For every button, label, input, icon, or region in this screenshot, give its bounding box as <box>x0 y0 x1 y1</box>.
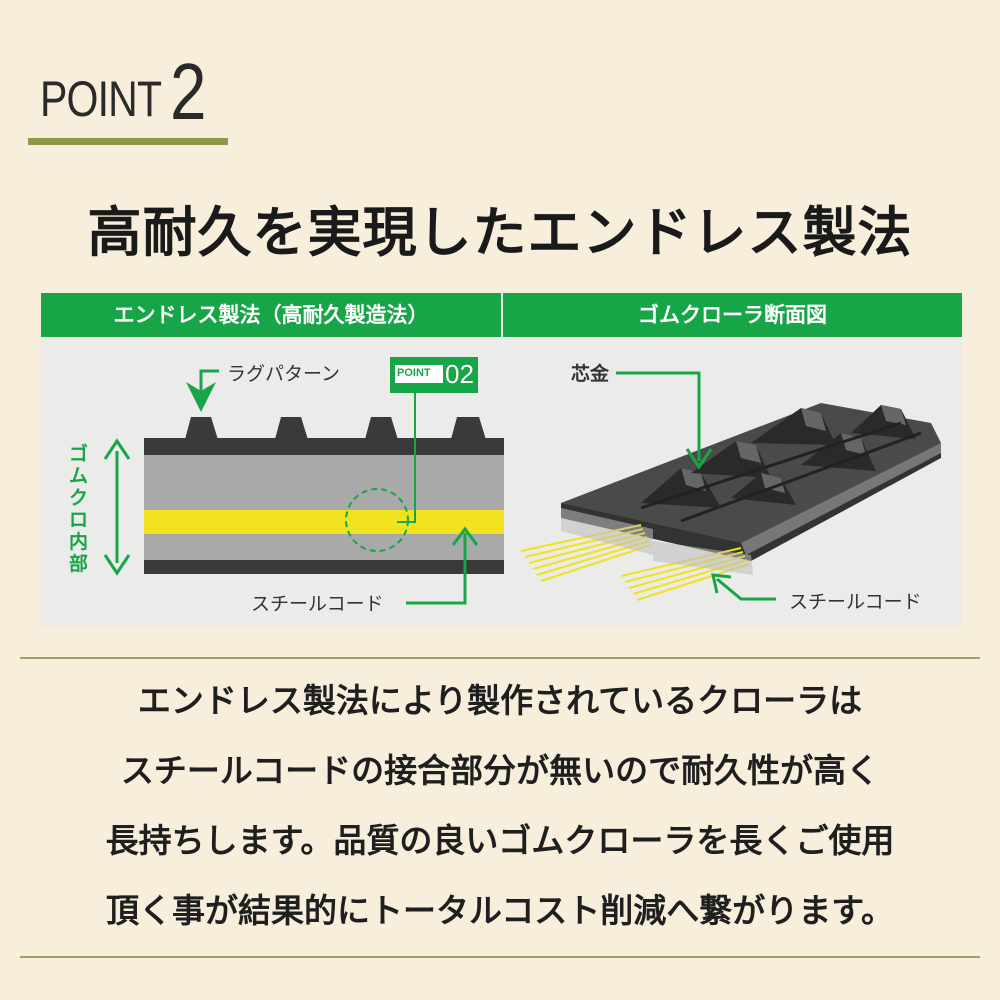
point-badge-inner <box>395 365 443 383</box>
steel-cord-left-leader <box>406 533 467 605</box>
steel-cord-right-leader <box>716 577 776 601</box>
description-line-3: 長持ちします。品質の良いゴムクローラを長くご使用 <box>105 821 895 860</box>
description-line-1: エンドレス製法により製作されているクローラは <box>137 681 863 720</box>
inner-arrow-bottom <box>103 554 131 576</box>
rubber-upper <box>144 455 504 510</box>
description-line-2: スチールコードの接合部分が無いので耐久性が高く <box>120 751 880 790</box>
steel-cord-left-label: スチールコード <box>251 593 384 615</box>
lug-pattern-label: ラグパターン <box>227 363 341 385</box>
inner-arrow-top <box>103 438 131 460</box>
figure-header-endless: エンドレス製法（高耐久製造法） <box>41 293 501 337</box>
steel-cord-right-arrowhead <box>711 573 732 594</box>
steel-cord-layer <box>144 510 504 534</box>
steel-cord-left-arrowhead <box>451 526 479 546</box>
point-badge-number: 02 <box>445 359 474 389</box>
crawler-3d-section <box>561 403 941 561</box>
point-word: POINT <box>40 71 162 127</box>
core-arrowhead <box>685 448 713 470</box>
rubber-lower <box>144 534 504 560</box>
point-badge-word: POINT <box>397 367 431 379</box>
figure-illustration <box>103 357 941 605</box>
lug-arrow <box>186 369 219 412</box>
lugs <box>184 417 483 443</box>
point-underline <box>28 138 228 145</box>
point-leader-line <box>397 393 416 523</box>
crawler-figure: エンドレス製法（高耐久製造法） ゴムクローラ断面図 ラグパターン ゴムクロ内部 … <box>41 293 962 626</box>
point-number: 2 <box>170 47 207 136</box>
divider-top <box>20 657 980 659</box>
description-line-4: 頂く事が結果的にトータルコスト削減へ繋がります。 <box>105 891 895 930</box>
rubber-inner-label: ゴムクロ内部 <box>69 443 89 575</box>
joint-highlight-circle <box>345 488 409 552</box>
point-heading: POINT 2 <box>28 47 228 145</box>
page-title: 高耐久を実現したエンドレス製法 <box>87 201 913 264</box>
bottom-rubber-layer <box>144 560 504 574</box>
figure-header-section: ゴムクローラ断面図 <box>503 293 962 337</box>
divider-bottom <box>20 956 980 958</box>
core-label: 芯金 <box>571 363 610 385</box>
core-leader <box>616 371 701 461</box>
description-text: エンドレス製法により製作されているクローラは スチールコードの接合部分が無いので… <box>0 666 1000 946</box>
steel-cord-right-label: スチールコード <box>789 591 922 613</box>
